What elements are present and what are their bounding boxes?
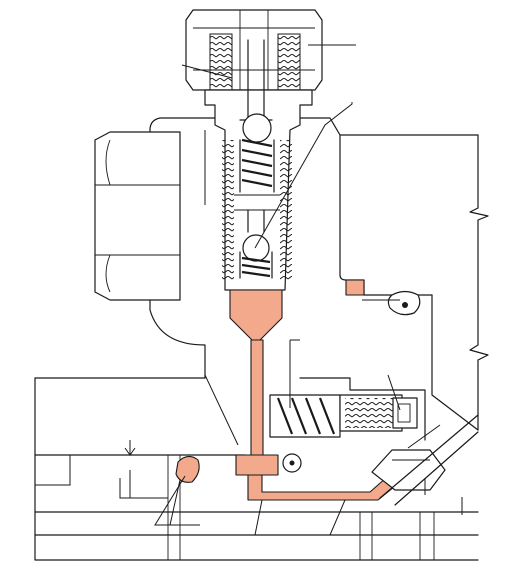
lower-check-assembly — [239, 234, 273, 279]
housing-outline — [34, 117, 479, 561]
piston-assembly — [269, 394, 418, 438]
hex-cap-nut — [185, 9, 323, 91]
threaded-fitting — [204, 33, 313, 291]
hex-body — [94, 131, 181, 301]
o-rings — [175, 290, 421, 483]
plunger — [229, 279, 365, 476]
upper-check-assembly — [239, 113, 275, 193]
leader-lines — [35, 44, 463, 536]
